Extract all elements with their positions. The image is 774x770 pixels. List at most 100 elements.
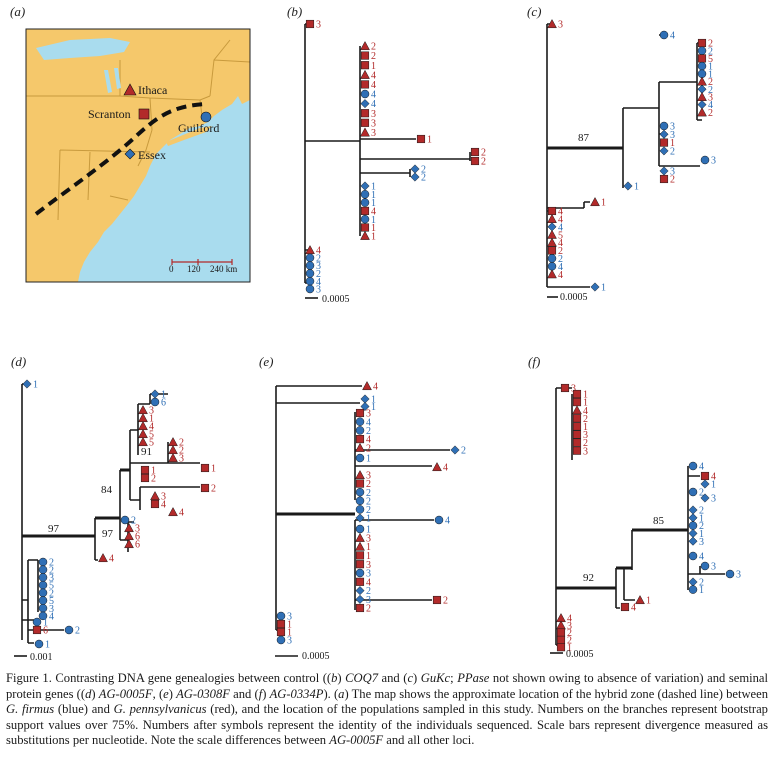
square-tip-marker [355, 603, 365, 613]
diamond-tip-marker [700, 479, 710, 489]
guilford-marker: Guilford [178, 111, 219, 135]
square-tip-marker [360, 109, 370, 118]
tip-individual-number: 1 [711, 480, 716, 491]
diamond-tip-marker [590, 282, 600, 292]
tip-individual-number: 4 [443, 463, 448, 474]
square-tip-marker [355, 560, 365, 569]
diamond-tip-marker [659, 129, 669, 139]
caption-segment: ) [262, 686, 270, 701]
diamond-tip-marker [688, 577, 698, 587]
tip-individual-number: 2 [443, 596, 448, 607]
tip-individual-number: 1 [161, 390, 166, 401]
circle-tip-marker [355, 417, 365, 426]
tip-individual-number: 2 [49, 588, 54, 599]
diamond-tip-marker [355, 513, 365, 523]
triangle-tip-marker [168, 506, 178, 517]
triangle-tip-marker [547, 237, 557, 247]
circle-tip-marker [547, 262, 557, 271]
tip-individual-number: 3 [149, 406, 154, 417]
square-tip-marker [697, 54, 707, 63]
panel-f-tree: (f) 85 92 311421323441232121343321144322… [528, 354, 741, 660]
circle-tip-marker [38, 565, 48, 574]
circle-tip-marker [355, 524, 365, 534]
square-tip-marker [432, 595, 442, 605]
caption-segment: ) [337, 671, 346, 685]
tip-individual-number: 3 [316, 261, 321, 272]
circle-tip-marker [434, 515, 444, 525]
square-tip-marker [572, 398, 582, 407]
circle-tip-marker [38, 573, 48, 582]
circle-tip-marker [659, 30, 669, 40]
diamond-tip-marker [659, 166, 669, 176]
figure-caption: Figure 1. Contrasting DNA gene genealogi… [6, 671, 768, 749]
diamond-tip-marker [22, 379, 32, 389]
diamond-tip-marker [360, 99, 370, 109]
caption-segment: and ( [229, 686, 259, 701]
triangle-tip-marker [360, 127, 370, 137]
diamond-tip-marker [355, 594, 365, 604]
caption-segment: AG-0005F [98, 686, 153, 701]
square-tip-marker [360, 118, 370, 127]
triangle-tip-marker [124, 538, 134, 549]
tip-individual-number: 4 [699, 462, 704, 473]
city-label-ithaca: Ithaca [138, 83, 168, 97]
city-label-essex: Essex [138, 148, 166, 162]
tip-individual-number: 4 [366, 577, 371, 588]
tip-individual-number: 4 [699, 552, 704, 563]
circle-tip-marker [355, 505, 365, 514]
triangle-tip-marker [355, 532, 365, 542]
diamond-tip-marker [688, 505, 698, 515]
map-scale-tick: 0 [169, 264, 174, 274]
tip-individual-number: 2 [708, 85, 713, 96]
tip-individual-number: 4 [631, 603, 636, 614]
tip-individual-number: 4 [583, 406, 588, 417]
map-land [26, 29, 250, 282]
tip-individual-number: 4 [109, 554, 114, 565]
map-scale-tick: 120 [187, 264, 201, 274]
tip-individual-number: 4 [371, 207, 376, 218]
tip-individual-number: 2 [558, 254, 563, 265]
triangle-tip-marker [432, 461, 442, 472]
tip-individual-number: 3 [670, 130, 675, 141]
triangle-tip-marker [547, 269, 557, 279]
circle-tip-marker [355, 426, 365, 435]
square-tip-marker [150, 499, 160, 509]
tip-individual-number: 1 [699, 529, 704, 540]
square-tip-marker [572, 422, 582, 431]
caption-segment: AG-0308F [176, 686, 230, 701]
tip-individual-number: 3 [711, 562, 716, 573]
circle-tip-marker [360, 198, 370, 207]
diamond-tip-marker [150, 389, 160, 399]
tip-individual-number: 3 [699, 537, 704, 548]
bootstrap-value: 85 [653, 515, 665, 527]
hybrid-zone-dashed-line [34, 102, 207, 216]
bootstrap-value: 91 [141, 446, 152, 458]
tip-individual-number: 5 [149, 430, 154, 441]
circle-tip-marker [32, 617, 42, 627]
tip-individual-number: 2 [131, 516, 136, 527]
square-tip-marker [572, 446, 582, 455]
triangle-tip-marker [697, 107, 707, 117]
tip-individual-number: 3 [366, 560, 371, 571]
diamond-tip-marker [623, 181, 633, 191]
map-scale-tick: 240 km [210, 264, 237, 274]
triangle-tip-marker [138, 404, 148, 415]
tip-individual-number: 1 [366, 551, 371, 562]
lake-ontario [36, 38, 130, 60]
circle-tip-marker [725, 569, 735, 579]
tip-individual-number: 4 [558, 215, 563, 226]
tip-individual-number: 1 [371, 402, 376, 413]
diamond-tip-marker [410, 172, 420, 182]
tip-individual-number: 4 [558, 238, 563, 249]
tip-individual-number: 1 [371, 182, 376, 193]
square-tip-marker [659, 138, 669, 147]
square-tip-marker [572, 389, 582, 399]
tip-individual-number: 4 [371, 70, 376, 81]
caption-segment: ) [413, 671, 421, 685]
tip-individual-number: 2 [567, 628, 572, 639]
circle-tip-marker [355, 568, 365, 578]
